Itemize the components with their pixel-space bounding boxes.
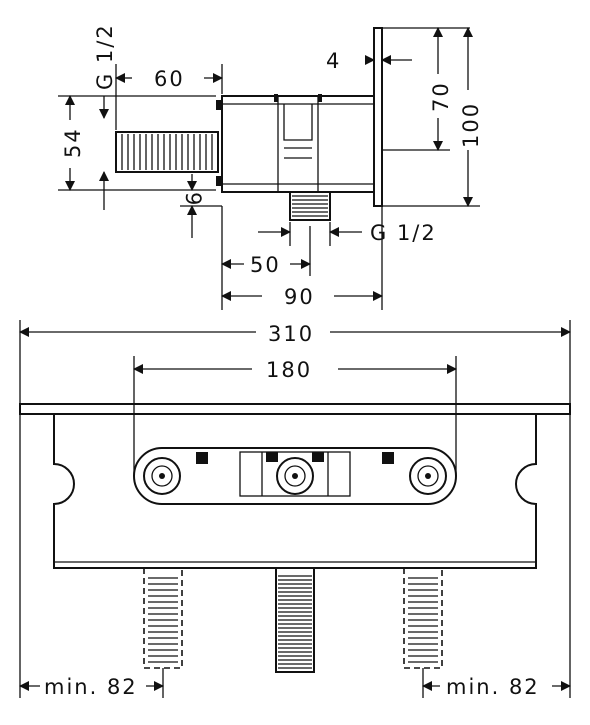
dim-thread-left: G 1/2	[93, 23, 117, 90]
side-view	[115, 27, 383, 221]
front-pipe-left	[143, 567, 183, 669]
dim-length-left: 60	[154, 67, 185, 91]
front-pipe-center	[275, 567, 315, 673]
side-left-pipe	[115, 131, 219, 173]
dim-flange-thickness: 4	[326, 49, 341, 73]
dim-height-total: 100	[459, 102, 483, 148]
side-body	[221, 95, 375, 193]
dim-thread-bottom: G 1/2	[370, 221, 437, 245]
front-mechanism	[239, 451, 351, 497]
dim-width-total: 310	[268, 322, 314, 346]
front-view-dimensions: 310 180 min. 82 min. 82	[19, 320, 571, 699]
side-bottom-outlet	[289, 191, 331, 221]
dim-spacing-outer: 180	[266, 358, 312, 382]
front-valve-right	[409, 457, 447, 495]
dim-min-clear-right: min. 82	[446, 675, 540, 699]
front-valve-center	[276, 457, 314, 495]
dim-min-clear-left: min. 82	[44, 675, 138, 699]
dim-depth-total: 90	[284, 285, 315, 309]
front-pipe-right	[403, 567, 443, 669]
front-view	[19, 403, 571, 673]
front-top-plate	[19, 403, 571, 415]
front-valve-left	[143, 457, 181, 495]
dim-depth-outlet: 50	[250, 253, 281, 277]
front-box	[53, 413, 537, 569]
side-view-dimensions: 60 G 1/2 54 9 4 70 100 G 1	[58, 23, 483, 310]
side-flange	[373, 27, 383, 207]
dim-height-upper: 70	[429, 81, 453, 112]
dim-height-left: 54	[61, 127, 85, 158]
dim-offset-small: 9	[181, 192, 205, 207]
